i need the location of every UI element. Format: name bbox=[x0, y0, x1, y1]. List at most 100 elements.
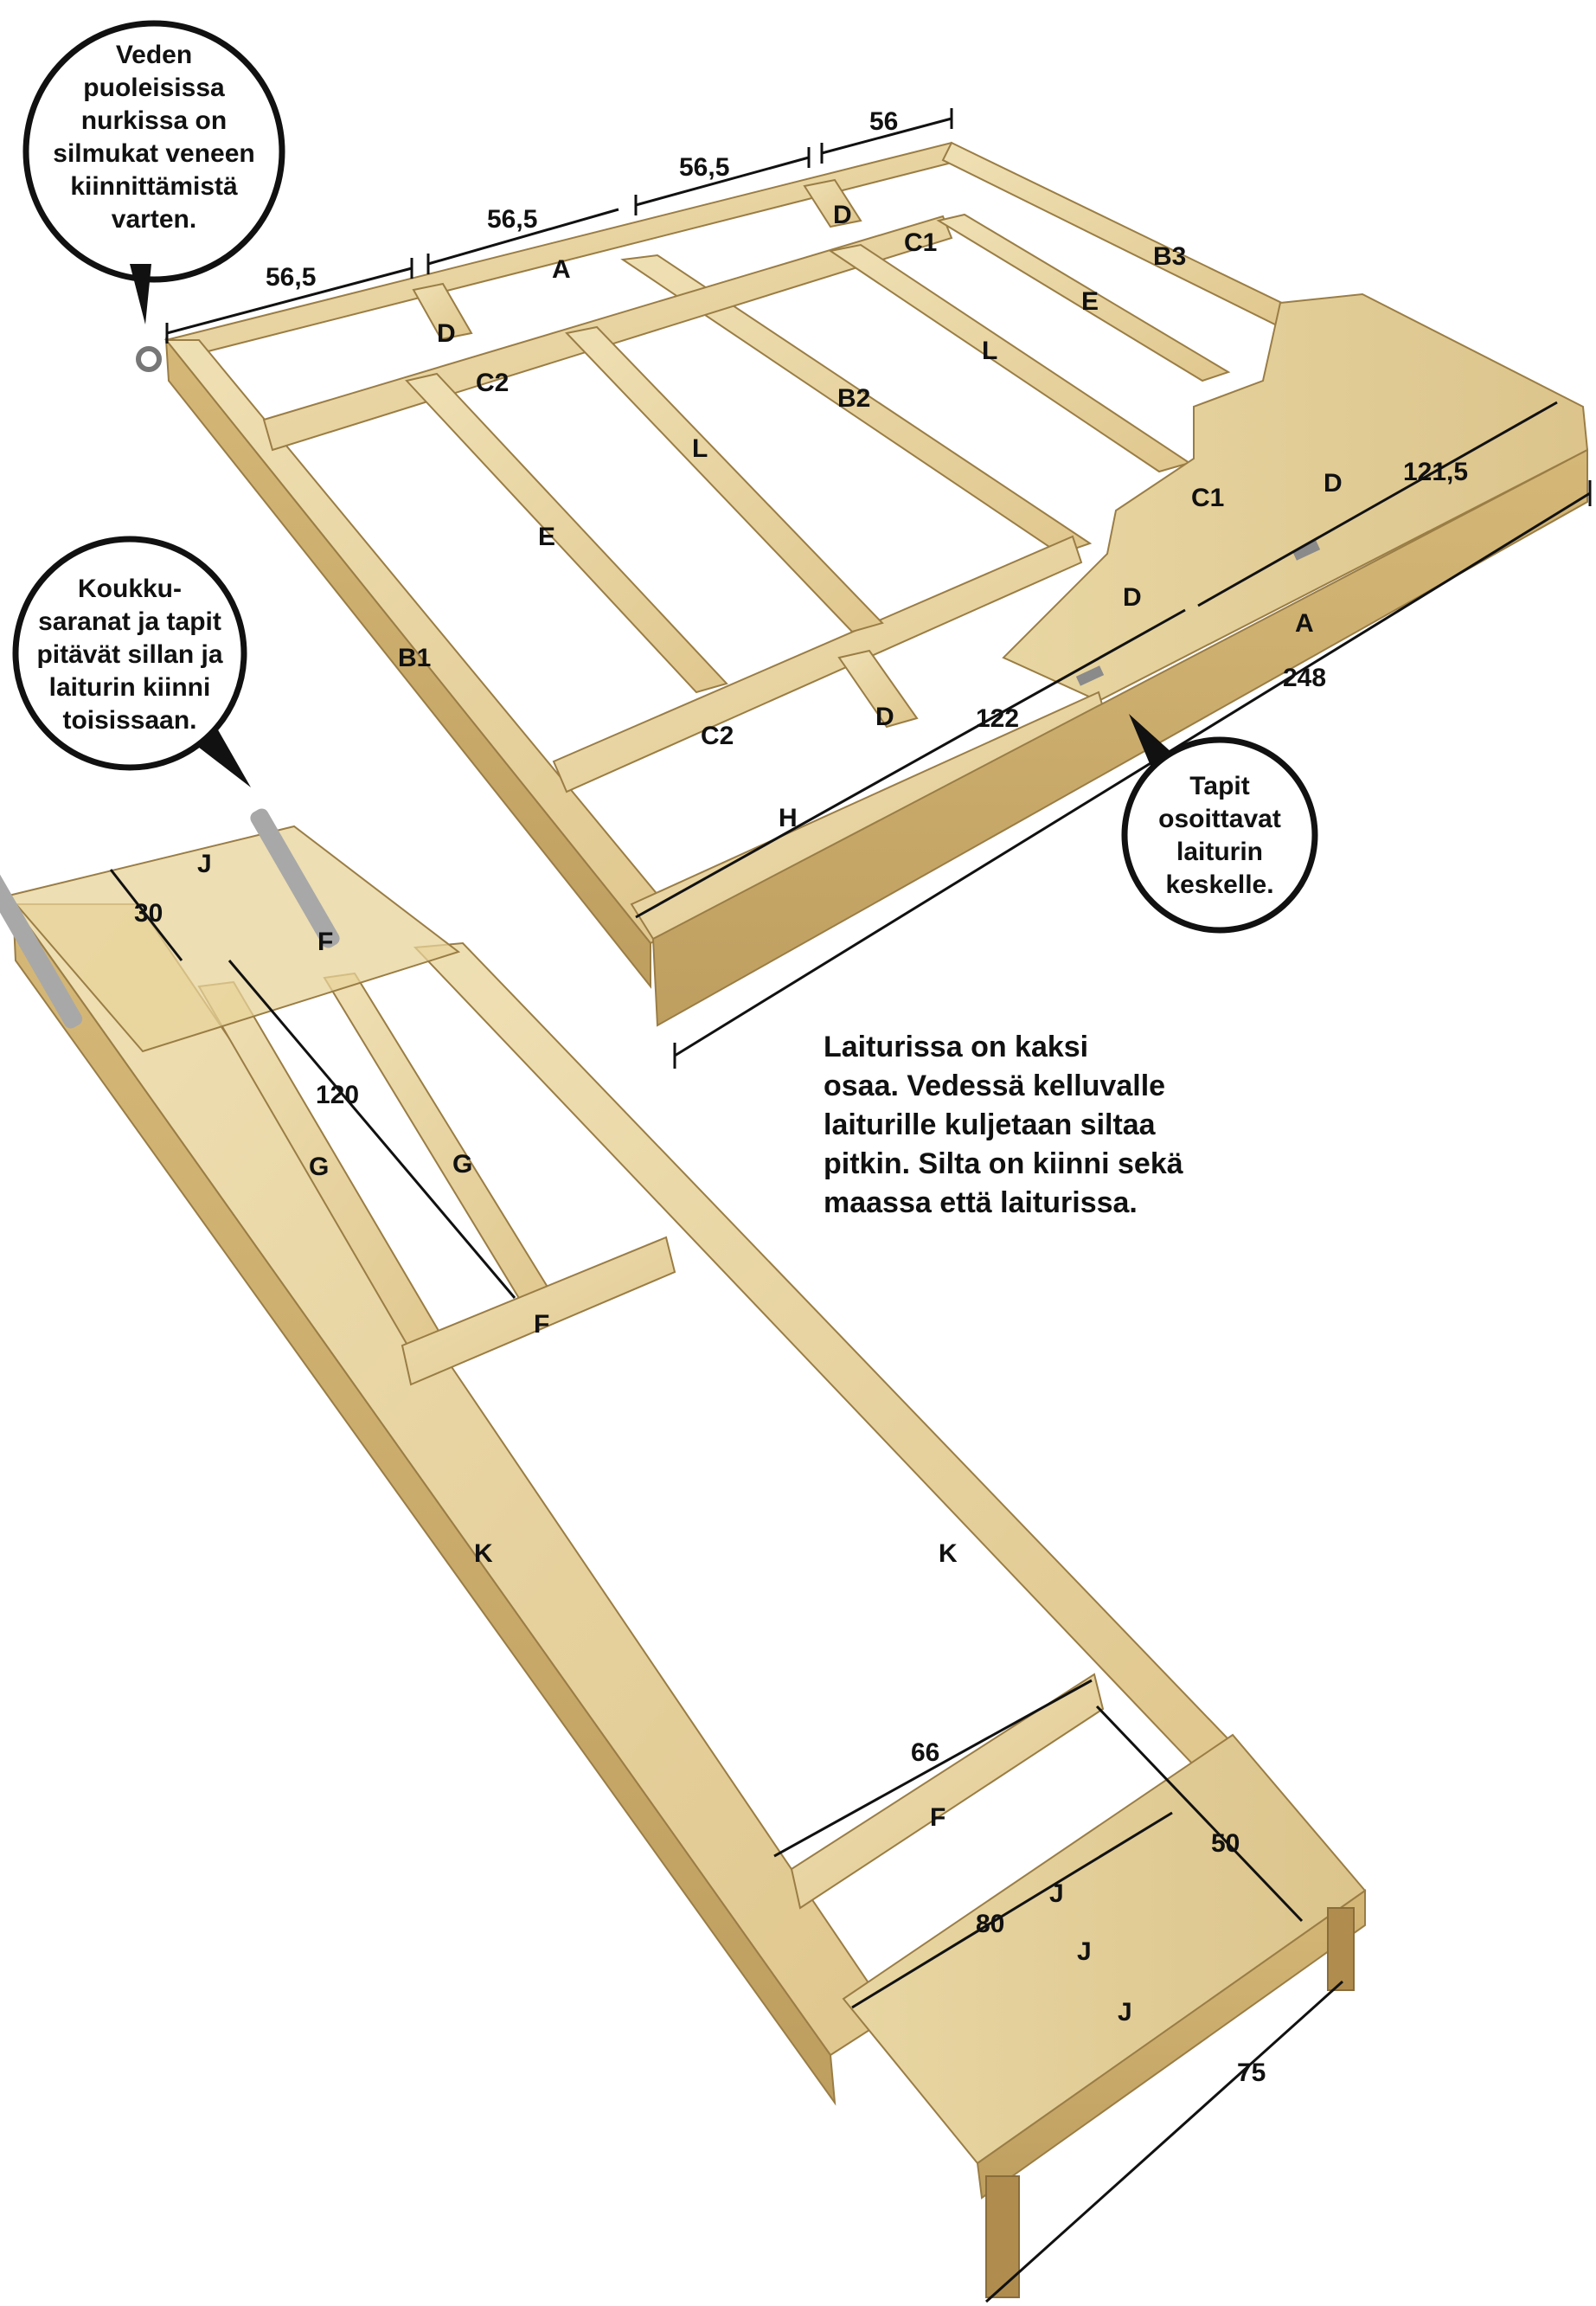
bottom-deck-front bbox=[976, 1889, 1366, 2200]
label-e-left: E bbox=[538, 523, 555, 551]
caption-line: laiturille kuljetaan siltaa bbox=[824, 1108, 1156, 1141]
hinge-right bbox=[250, 808, 340, 948]
label-b1: B1 bbox=[398, 644, 431, 672]
dim-bridge-deck: 80 bbox=[976, 1910, 1004, 1938]
pin-2 bbox=[1292, 540, 1321, 561]
label-d-deck1: D bbox=[1324, 469, 1343, 498]
label-f-mid: F bbox=[534, 1310, 549, 1339]
dim-bridge-f: 66 bbox=[911, 1738, 939, 1767]
label-g-left: G bbox=[309, 1153, 329, 1181]
label-k-right: K bbox=[939, 1539, 958, 1568]
bubble-hinges-text: Koukku- saranat ja tapit pitävät sillan … bbox=[26, 573, 234, 737]
bubble-line: saranat ja tapit bbox=[38, 607, 221, 636]
dim-top-4: 56 bbox=[869, 107, 898, 136]
label-f-low: F bbox=[930, 1803, 945, 1832]
beam-k-left bbox=[11, 903, 893, 2057]
label-c1-deck: C1 bbox=[1191, 484, 1224, 512]
bubble-line: puoleisissa bbox=[83, 74, 225, 102]
label-d-back: D bbox=[833, 201, 852, 229]
label-j2: J bbox=[1077, 1937, 1092, 1966]
bubble-line: kiinnittämistä bbox=[70, 172, 238, 201]
deck-boards bbox=[1002, 292, 1589, 703]
dim-top-2: 56,5 bbox=[487, 205, 537, 234]
label-j1: J bbox=[1049, 1879, 1064, 1908]
dim-small-deck: 30 bbox=[134, 899, 163, 928]
label-d-left: D bbox=[437, 319, 456, 348]
dim-dock-length: 248 bbox=[1283, 664, 1326, 692]
label-e-right: E bbox=[1081, 287, 1099, 316]
label-d-front: D bbox=[875, 703, 894, 731]
label-b3: B3 bbox=[1153, 242, 1186, 271]
beam-c2-front bbox=[552, 535, 1083, 793]
bubble-line: pitävät sillan ja bbox=[36, 640, 223, 669]
bubble-line: Veden bbox=[115, 41, 193, 69]
leg-right bbox=[1327, 1907, 1355, 1991]
label-c1-back: C1 bbox=[904, 228, 937, 257]
dim-bridge-inner: 120 bbox=[316, 1081, 359, 1109]
label-a-top: A bbox=[552, 255, 571, 284]
bubble-boat-rings bbox=[22, 20, 285, 324]
bubble-pins bbox=[1121, 714, 1318, 934]
bubble-line: nurkissa on bbox=[80, 106, 228, 135]
beam-e-left bbox=[405, 372, 728, 694]
block-d-left bbox=[412, 282, 473, 341]
label-k-left: K bbox=[474, 1539, 493, 1568]
label-b2: B2 bbox=[837, 384, 870, 413]
dim-deck-width: 121,5 bbox=[1403, 458, 1468, 486]
bubble-hinges bbox=[12, 536, 251, 787]
block-d-back bbox=[803, 178, 862, 228]
dim-center: 122 bbox=[976, 704, 1019, 733]
bubble-pins-text: Tapit osoittavat laiturin keskelle. bbox=[1142, 770, 1298, 902]
bubble-line: keskelle. bbox=[1165, 870, 1274, 899]
block-d-front bbox=[837, 649, 919, 729]
hinge-left bbox=[0, 866, 83, 1029]
bubble-line: silmukat veneen bbox=[53, 139, 255, 168]
bubble-line: Tapit bbox=[1189, 772, 1250, 800]
bubble-line: osoittavat bbox=[1158, 805, 1281, 833]
part-labels: A D C1 B3 E D C2 L B2 L C1 D E D A B1 D … bbox=[197, 201, 1343, 2027]
pin-1 bbox=[1075, 665, 1105, 686]
caption: Laiturissa on kaksi osaa. Vedessä kelluv… bbox=[824, 1028, 1204, 1223]
beam-b1-side bbox=[164, 337, 651, 989]
label-h: H bbox=[779, 804, 798, 832]
beam-k-left-side bbox=[11, 901, 836, 2106]
label-a-front: A bbox=[1295, 609, 1314, 638]
bubble-line: Koukku- bbox=[78, 575, 182, 603]
bubble-line: laiturin kiinni bbox=[48, 673, 211, 702]
beam-l-left bbox=[565, 325, 884, 633]
dim-bridge-width: 75 bbox=[1237, 2059, 1266, 2087]
label-l-left: L bbox=[692, 434, 708, 463]
bubble-line: toisissaan. bbox=[62, 706, 197, 735]
bridge bbox=[0, 808, 1367, 2298]
beam-b2 bbox=[620, 254, 1093, 556]
label-d-deck2: D bbox=[1123, 583, 1142, 612]
dimension-labels: 56,5 56,5 56,5 56 121,5 122 248 30 120 6… bbox=[134, 107, 1468, 2087]
beam-a-front bbox=[651, 448, 1588, 1027]
leg-front bbox=[985, 2175, 1020, 2298]
label-c2-front: C2 bbox=[701, 722, 734, 750]
dim-top-1: 56,5 bbox=[266, 263, 316, 292]
caption-line: osaa. Vedessä kelluvalle bbox=[824, 1069, 1166, 1102]
label-f-top: F bbox=[317, 928, 333, 956]
eye-ring bbox=[136, 346, 162, 372]
label-c2-left: C2 bbox=[476, 369, 509, 397]
label-g-right: G bbox=[452, 1150, 472, 1179]
bubble-line: varten. bbox=[111, 205, 197, 234]
caption-line: Laiturissa on kaksi bbox=[824, 1031, 1089, 1063]
dim-top-3: 56,5 bbox=[679, 153, 729, 182]
beam-l-right bbox=[828, 243, 1192, 473]
caption-line: maassa että laiturissa. bbox=[824, 1186, 1138, 1219]
dimension-lines bbox=[109, 108, 1592, 2303]
beam-e-right bbox=[936, 213, 1231, 382]
label-l-right: L bbox=[982, 337, 997, 365]
beam-f-low bbox=[790, 1673, 1105, 1910]
dim-bridge-end: 50 bbox=[1211, 1829, 1240, 1858]
label-j-top: J bbox=[197, 850, 212, 878]
dock bbox=[136, 141, 1589, 1027]
label-j3: J bbox=[1118, 1998, 1132, 2027]
bubble-boat-rings-text: Veden puoleisissa nurkissa on silmukat v… bbox=[42, 39, 266, 236]
bubble-line: laiturin bbox=[1176, 838, 1263, 866]
beam-f-mid bbox=[401, 1236, 676, 1386]
caption-line: pitkin. Silta on kiinni sekä bbox=[824, 1147, 1183, 1180]
